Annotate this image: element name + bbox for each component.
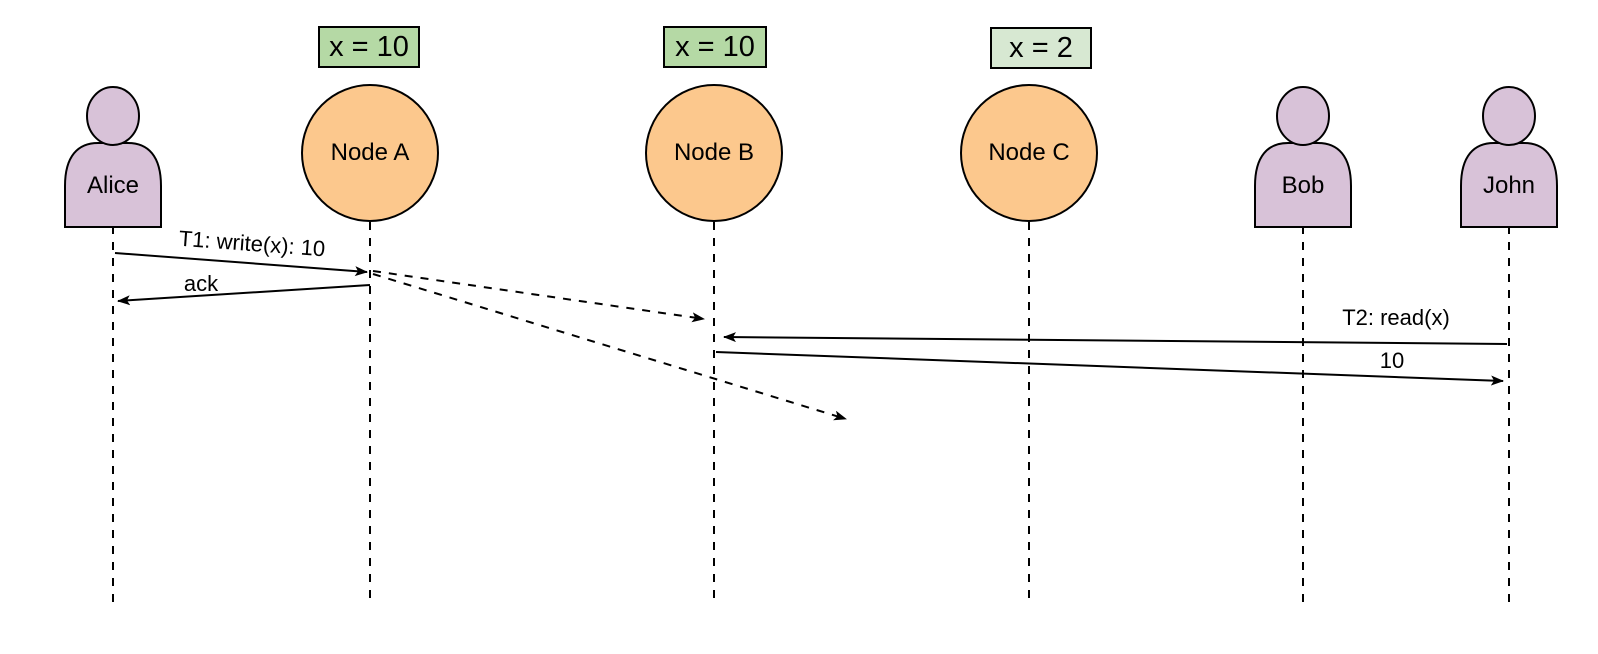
node-b-label: Node B — [673, 139, 755, 166]
arrow-replicate-to-node-b — [372, 270, 705, 323]
label-ack: ack — [183, 271, 219, 296]
node-b-state-badge: x = 10 — [663, 26, 767, 68]
node-c-circle: Node C — [960, 84, 1098, 222]
actor-alice: Alice — [63, 86, 163, 228]
actor-bob-name: Bob — [1281, 172, 1325, 199]
person-icon — [64, 86, 162, 228]
actor-bob: Bob — [1253, 86, 1353, 228]
node-a-state-text: x = 10 — [329, 30, 409, 63]
node-a-circle: Node A — [301, 84, 439, 222]
arrow-replicate-in-flight — [372, 273, 847, 421]
arrow-t2-read — [723, 332, 1508, 345]
actor-alice-name: Alice — [86, 172, 140, 199]
label-t2-read: T2: read(x) — [1342, 305, 1450, 330]
actor-john-name: John — [1482, 172, 1536, 199]
person-icon — [1254, 86, 1352, 228]
node-c-state-text: x = 2 — [1009, 31, 1073, 64]
node-b-circle: Node B — [645, 84, 783, 222]
person-icon — [1460, 86, 1558, 228]
arrow-ack — [117, 284, 371, 306]
arrow-read-reply — [715, 351, 1504, 386]
node-c-state-badge: x = 2 — [990, 27, 1092, 69]
actor-john: John — [1459, 86, 1559, 228]
node-b-state-text: x = 10 — [675, 30, 755, 63]
label-read-reply: 10 — [1379, 348, 1405, 373]
node-a-label: Node A — [330, 139, 410, 166]
node-a-state-badge: x = 10 — [318, 26, 420, 68]
arrow-t1-write — [114, 252, 368, 277]
node-c-label: Node C — [988, 139, 1070, 166]
